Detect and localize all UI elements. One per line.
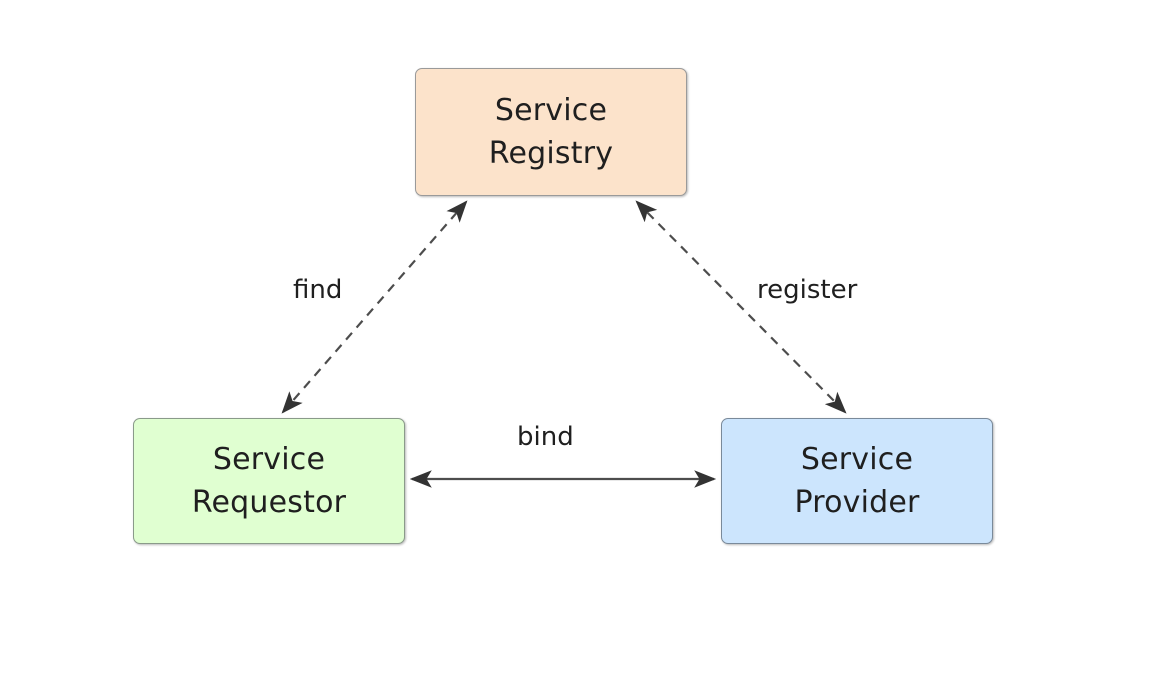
node-registry-label-line2: Registry xyxy=(488,136,614,171)
edge-find xyxy=(281,200,468,414)
node-requestor-label-line1: Service xyxy=(212,441,326,477)
node-service-provider[interactable]: Service Provider xyxy=(721,418,993,544)
node-provider-label-line2: Provider xyxy=(794,485,920,520)
edge-label-find: find xyxy=(293,275,343,305)
edge-label-register: register xyxy=(757,275,858,305)
edge-label-bind: bind xyxy=(517,422,574,452)
node-service-requestor[interactable]: Service Requestor xyxy=(133,418,405,544)
node-registry-label-line1: Service xyxy=(494,92,608,128)
edge-register xyxy=(635,200,847,414)
node-service-registry[interactable]: Service Registry xyxy=(415,68,687,196)
node-requestor-label-line2: Requestor xyxy=(191,485,347,520)
node-provider-label-line1: Service xyxy=(800,441,914,477)
